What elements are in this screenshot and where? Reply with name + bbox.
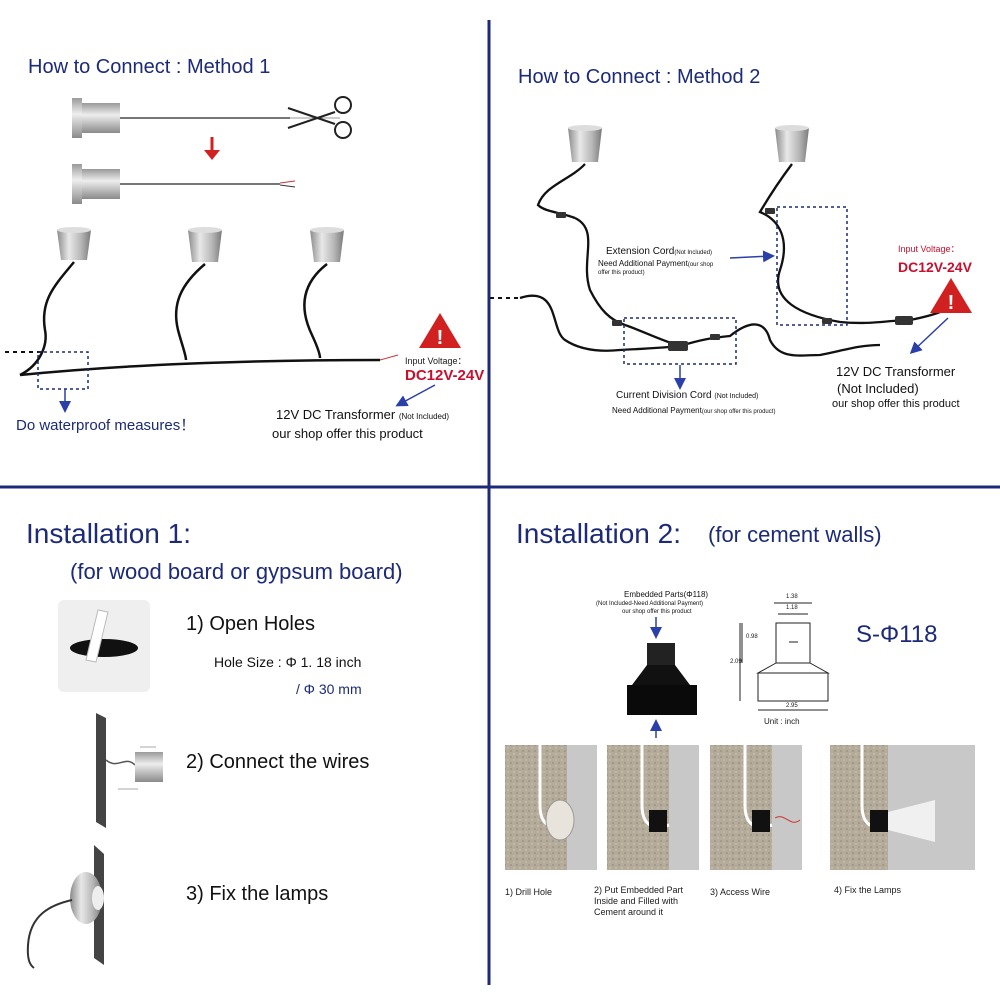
waterproof-note: Do waterproof measures！ [16, 417, 196, 434]
m1-transformer-note: (Not Included) [398, 412, 450, 421]
method2-wiring [519, 163, 941, 357]
dim-left-small: 0.98 [746, 634, 758, 640]
division-box [623, 317, 737, 365]
step-panel-4 [830, 745, 975, 870]
extension-cord-line2: Need Additional Payment(our shop [598, 259, 713, 268]
extension-cord-line3: offer this product) [598, 270, 645, 276]
model-label: S-Φ118 [856, 621, 938, 648]
install1-step1: 1) Open Holes [186, 613, 315, 635]
extension-cord-line1: Extension Cord(Not Included) [606, 246, 712, 257]
fix-lamps-illustration [26, 845, 104, 969]
extension-cord-label: Extension Cord [606, 246, 675, 257]
m2-transformer-note: (Not Included) [837, 381, 919, 396]
m1-voltage-label: Input Voltage： [405, 356, 467, 366]
lamp-horizontal-cut [72, 98, 340, 138]
embedded-part-illustration [627, 643, 697, 715]
install1-subtitle: (for wood board or gypsum board) [70, 559, 403, 584]
m1-transformer: 12V DC Transformer (Not Included) [276, 407, 449, 422]
embedded-note2: our shop offer this product [622, 609, 692, 615]
install2-title: Installation 2: [516, 518, 681, 549]
unit-label: Unit : inch [764, 717, 800, 726]
division-cord-line1: Current Division Cord (Not Included) [616, 390, 758, 401]
lamp-1 [57, 227, 91, 260]
install2-subtitle: (for cement walls) [708, 522, 882, 547]
division-payment: Need Additional Payment [612, 406, 702, 415]
embedded-title: Embedded Parts(Φ118) [624, 590, 709, 599]
division-cord-note: (Not Included) [714, 393, 759, 400]
extension-payment-note: (our shop [687, 262, 714, 268]
lamp-2 [188, 227, 222, 262]
m1-voltage-value: DC12V-24V [405, 367, 485, 384]
hole-size-mm: / Φ 30 mm [296, 681, 362, 697]
dim-bottom: 2.95 [786, 703, 798, 709]
svg-text:!: ! [437, 327, 444, 349]
lamp-5 [775, 125, 809, 162]
m2-voltage-value: DC12V-24V [898, 259, 972, 275]
m2-offer: our shop offer this product [832, 398, 960, 410]
embedded-note1: (Not Included-Need Additional Payment) [596, 601, 704, 607]
connectors [556, 208, 913, 351]
extension-box [776, 206, 848, 326]
install1-step2: 2) Connect the wires [186, 751, 370, 773]
extension-cord-note: (Not Included) [674, 250, 713, 256]
install1-step3: 3) Fix the lamps [186, 883, 329, 905]
cement-step-1: 1) Drill Hole [505, 887, 553, 897]
step-panel-1 [505, 745, 597, 870]
step-panel-2 [607, 745, 699, 870]
warning-icon: ! [419, 313, 461, 349]
division-payment-note: (our shop offer this product) [701, 409, 776, 415]
lamp-4 [568, 125, 602, 162]
division-cord-line2: Need Additional Payment(our shop offer t… [612, 406, 775, 415]
waterproof-box [37, 351, 89, 390]
division-cord-label: Current Division Cord [616, 390, 712, 401]
scissors-icon [287, 96, 352, 139]
extension-payment: Need Additional Payment [598, 259, 688, 268]
method1-wiring [19, 261, 399, 377]
dimension-drawing [739, 602, 830, 711]
warning-icon-2: ! [930, 278, 972, 314]
step-panel-3 [710, 745, 802, 870]
m1-transformer-label: 12V DC Transformer [276, 407, 396, 422]
cement-step-3: 3) Access Wire [710, 887, 771, 897]
lamp-3 [310, 227, 344, 262]
hole-size: Hole Size : Φ 1. 18 inch [214, 654, 362, 670]
down-arrow-icon [204, 137, 220, 160]
install1-title: Installation 1: [26, 518, 191, 549]
m2-transformer: 12V DC Transformer [836, 364, 956, 379]
method2-title: How to Connect : Method 2 [518, 66, 761, 88]
m2-voltage-label: Input Voltage： [898, 244, 960, 254]
dim-top: 1.38 [786, 594, 798, 600]
m1-offer: our shop offer this product [272, 426, 423, 441]
cement-step-4: 4) Fix the Lamps [834, 885, 902, 895]
lamp-horizontal-stripped [72, 164, 296, 204]
connect-wires-illustration [96, 713, 163, 828]
cement-step-2: 2) Put Embedded Part Inside and Filled w… [594, 885, 684, 917]
svg-text:!: ! [948, 292, 955, 314]
dim-inner: 1.18 [786, 605, 798, 611]
open-hole-illustration [58, 600, 150, 692]
method1-title: How to Connect : Method 1 [28, 56, 271, 78]
dim-left-large: 2.09 [730, 659, 742, 665]
